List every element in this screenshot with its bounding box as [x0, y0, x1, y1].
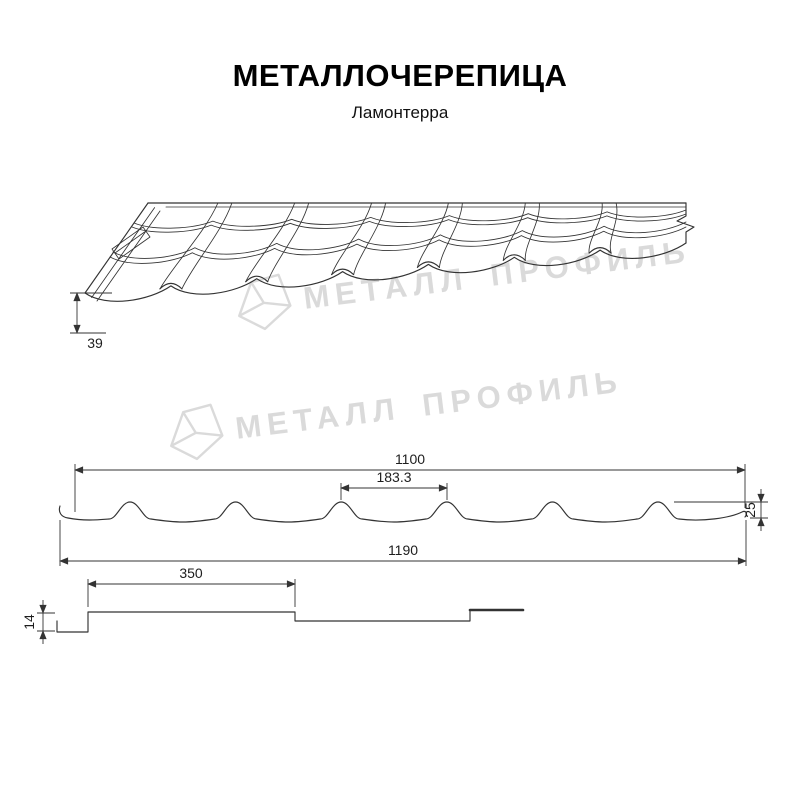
dim-profile-height-label: 25: [742, 502, 758, 518]
dim-wave-step-label: 183.3: [376, 469, 411, 485]
tile-row-line-2b: [133, 209, 687, 229]
dim-flange-height: 39: [70, 292, 112, 351]
step-profile-line: [56, 609, 471, 633]
dim-flange-height-label: 39: [87, 335, 103, 351]
dim-step-height-label: 14: [21, 614, 37, 630]
dim-wave-step: 183.3: [340, 469, 448, 500]
left-flange-line-2: [96, 210, 161, 302]
dim-cover-width: 1100: [74, 451, 746, 512]
longitudinal-step-profile: 350 14: [21, 565, 525, 644]
metall-profil-logo-icon: [170, 403, 224, 461]
page-subtitle: Ламонтерра: [351, 103, 449, 122]
wave-end-caps: [159, 247, 612, 290]
tile-row-line-1: [109, 226, 687, 264]
dim-step-height: 14: [21, 600, 55, 644]
watermark-2: МЕТАЛЛ ПРОФИЛЬ: [170, 364, 625, 461]
profile-curve: [58, 501, 747, 523]
dim-full-width: 1190: [59, 520, 747, 566]
sheet-front-scalloped-edge: [84, 242, 687, 302]
dim-profile-height: 25: [674, 489, 768, 531]
tile-perspective-view: 39: [70, 202, 695, 351]
metall-profil-logo-icon: [238, 273, 292, 331]
sheet-left-edge: [84, 202, 149, 294]
tile-row-line-1b: [112, 221, 687, 259]
page-title: МЕТАЛЛОЧЕРЕПИЦА: [232, 58, 568, 93]
dim-module-length: 350: [87, 565, 296, 607]
left-flange-line-1: [91, 207, 156, 299]
profile-cross-section: 1100 183.3 25: [58, 451, 768, 566]
wave-crest-lines: [159, 202, 618, 290]
dim-cover-width-label: 1100: [395, 451, 425, 467]
tile-row-line-2: [131, 213, 687, 233]
left-lock-detail: [111, 226, 151, 260]
dim-module-length-label: 350: [179, 565, 203, 581]
watermark-text: МЕТАЛЛ ПРОФИЛЬ: [233, 364, 624, 446]
dim-full-width-label: 1190: [388, 542, 418, 558]
